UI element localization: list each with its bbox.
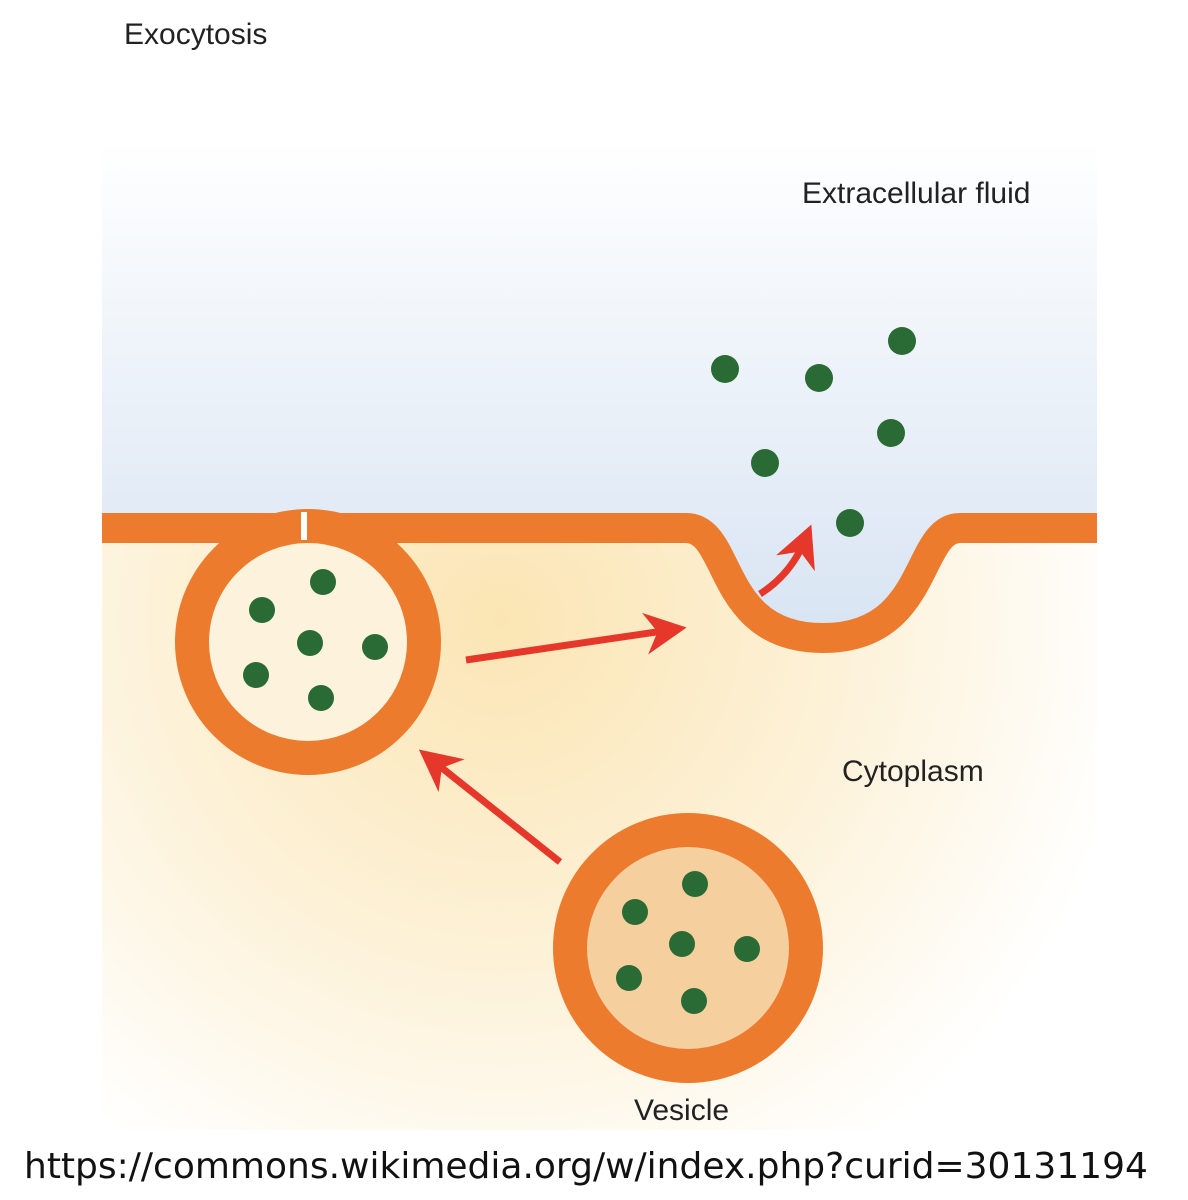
cytoplasm-label: Cytoplasm [842,755,984,788]
cargo-molecule [682,871,708,897]
arrow-docking-to-fusion [465,612,687,664]
released-molecule [888,327,916,355]
diagram-title: Exocytosis [124,18,267,51]
cargo-molecule [243,662,269,688]
source-url: https://commons.wikimedia.org/w/index.ph… [24,1146,1148,1187]
arrow-release [758,524,815,597]
cargo-molecule [622,899,648,925]
released-molecule [751,449,779,477]
cargo-molecule [249,597,275,623]
released-molecule [805,364,833,392]
cargo-molecule [297,630,323,656]
cargo-molecule [616,965,642,991]
plasma-membrane-right [308,513,1097,653]
released-molecule [877,419,905,447]
cargo-molecule [362,634,388,660]
released-cargo [711,327,916,537]
cargo-molecule [681,988,707,1014]
transport-vesicle [553,813,823,1083]
docked-vesicle [175,509,441,775]
released-molecule [836,509,864,537]
vesicle-label: Vesicle [634,1094,729,1127]
arrow-vesicle-to-docking [418,749,563,865]
extracellular-fluid-label: Extracellular fluid [802,177,1030,210]
released-molecule [711,355,739,383]
cargo-molecule [308,685,334,711]
cargo-molecule [669,931,695,957]
cargo-molecule [310,569,336,595]
cargo-molecule [734,936,760,962]
transport-vesicle-membrane [553,813,823,1083]
